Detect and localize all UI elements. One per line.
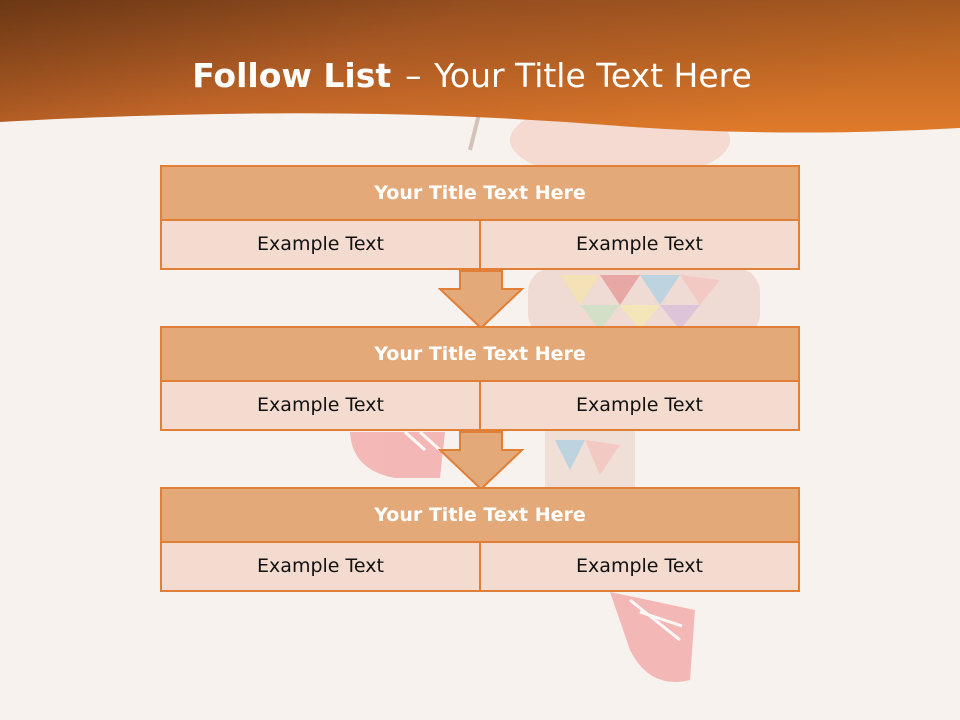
down-arrow-icon <box>438 270 524 330</box>
down-arrow-icon <box>438 431 524 491</box>
title-separator: – <box>405 56 422 95</box>
block-row: Example Text Example Text <box>160 543 800 592</box>
header-band <box>0 0 960 133</box>
block-cell-left: Example Text <box>160 543 481 592</box>
block-title: Your Title Text Here <box>160 326 800 382</box>
block-row: Example Text Example Text <box>160 221 800 270</box>
slide-title: Follow List– Your Title Text Here <box>0 52 944 100</box>
block-title: Your Title Text Here <box>160 487 800 543</box>
list-block-3: Your Title Text Here Example Text Exampl… <box>160 487 800 592</box>
list-block-1: Your Title Text Here Example Text Exampl… <box>160 165 800 270</box>
title-rest: Your Title Text Here <box>434 56 752 95</box>
block-cell-right: Example Text <box>481 382 800 431</box>
list-block-2: Your Title Text Here Example Text Exampl… <box>160 326 800 431</box>
block-cell-left: Example Text <box>160 382 481 431</box>
block-cell-right: Example Text <box>481 543 800 592</box>
block-title: Your Title Text Here <box>160 165 800 221</box>
title-bold: Follow List <box>192 56 392 95</box>
block-cell-left: Example Text <box>160 221 481 270</box>
block-row: Example Text Example Text <box>160 382 800 431</box>
block-cell-right: Example Text <box>481 221 800 270</box>
